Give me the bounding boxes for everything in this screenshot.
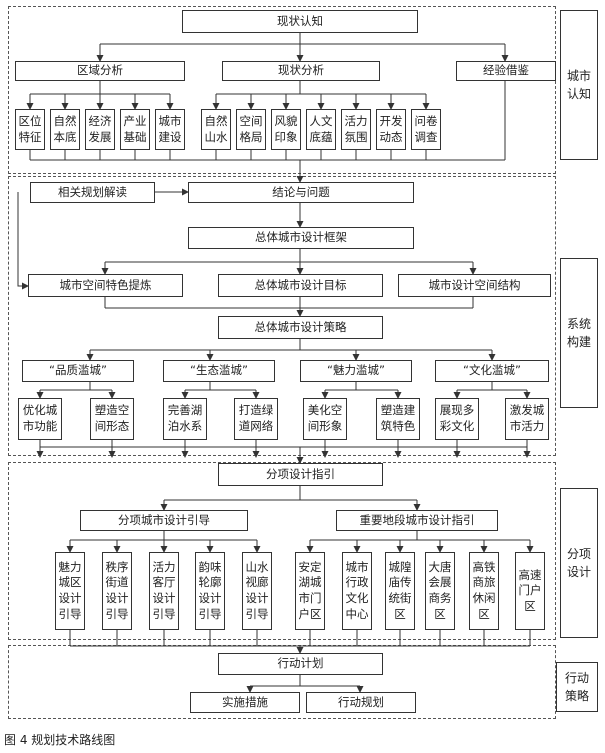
node-key-district-guidance: 重要地段城市设计指引 bbox=[336, 510, 498, 531]
node-expressway-gateway: 高速 门户 区 bbox=[515, 552, 545, 630]
node-diverse-culture: 展现多 彩文化 bbox=[435, 398, 479, 440]
node-natural-base: 自然 本底 bbox=[50, 109, 80, 150]
node-shape-form: 塑造空 间形态 bbox=[90, 398, 134, 440]
node-location-features: 区位 特征 bbox=[15, 109, 45, 150]
node-theme-quality: “品质滥城” bbox=[22, 360, 134, 382]
node-experience-reference: 经验借鉴 bbox=[456, 61, 556, 81]
node-design-strategy: 总体城市设计策略 bbox=[218, 316, 383, 339]
node-theme-ecology: “生态滥城” bbox=[163, 360, 275, 382]
node-conclusions-problems: 结论与问题 bbox=[188, 182, 414, 203]
node-urban-construction: 城市 建设 bbox=[155, 109, 185, 150]
node-action-planning: 行动规划 bbox=[306, 692, 416, 713]
node-status-cognition: 现状认知 bbox=[182, 10, 418, 33]
node-overall-framework: 总体城市设计框架 bbox=[188, 227, 414, 249]
node-style-impression: 风貌 印象 bbox=[271, 109, 301, 150]
node-temple-street-district: 城隍 庙传 统街 区 bbox=[385, 552, 415, 630]
node-itemized-guidance: 分项设计指引 bbox=[218, 463, 383, 486]
side-label-itemized-design: 分项 设计 bbox=[560, 488, 598, 638]
node-orderly-street-guide: 秩序 街道 设计 引导 bbox=[102, 552, 132, 630]
section-frame-system-construction bbox=[8, 176, 556, 456]
node-cultural-heritage: 人文 底蕴 bbox=[306, 109, 336, 150]
figure-caption: 图 4 规划技术路线图 bbox=[4, 733, 116, 747]
node-architectural-features: 塑造建 筑特色 bbox=[376, 398, 420, 440]
side-label-city-cognition: 城市 认知 bbox=[560, 10, 598, 160]
node-industrial-base: 产业 基础 bbox=[120, 109, 150, 150]
side-label-action-strategy: 行动 策略 bbox=[556, 662, 598, 712]
node-related-planning: 相关规划解读 bbox=[30, 182, 155, 203]
node-optimize-functions: 优化城 市功能 bbox=[18, 398, 62, 440]
node-vitality-parlor-guide: 活力 客厅 设计 引导 bbox=[149, 552, 179, 630]
node-anding-lake-gateway: 安定 湖城 市门 户区 bbox=[295, 552, 325, 630]
node-regional-analysis: 区域分析 bbox=[15, 61, 185, 81]
node-datang-expo-district: 大唐 会展 商务 区 bbox=[425, 552, 455, 630]
node-spatial-structure: 城市设计空间结构 bbox=[398, 274, 551, 297]
node-greenway-network: 打造绿 道网络 bbox=[234, 398, 278, 440]
node-theme-culture: “文化滥城” bbox=[435, 360, 549, 382]
node-charm-district-guide: 魅力 城区 设计 引导 bbox=[55, 552, 85, 630]
node-spatial-features: 城市空间特色提炼 bbox=[28, 274, 183, 297]
node-view-corridor-guide: 山水 视廊 设计 引导 bbox=[242, 552, 272, 630]
node-theme-charm: “魅力滥城” bbox=[300, 360, 412, 382]
section-frame-city-cognition bbox=[8, 6, 556, 174]
node-economic-development: 经济 发展 bbox=[85, 109, 115, 150]
node-city-vitality: 激发城 市活力 bbox=[505, 398, 549, 440]
node-questionnaire-survey: 问卷 调查 bbox=[411, 109, 441, 150]
node-natural-landscape: 自然 山水 bbox=[201, 109, 231, 150]
side-label-system-construction: 系统 构建 bbox=[560, 258, 598, 408]
node-spatial-image: 美化空 间形象 bbox=[303, 398, 347, 440]
node-lake-water-system: 完善湖 泊水系 bbox=[163, 398, 207, 440]
node-status-analysis: 现状分析 bbox=[222, 61, 380, 81]
node-itemized-urban-design: 分项城市设计引导 bbox=[80, 510, 248, 531]
node-action-plan: 行动计划 bbox=[218, 653, 383, 675]
node-highspeed-rail-district: 高铁 商旅 休闲 区 bbox=[469, 552, 499, 630]
node-design-goals: 总体城市设计目标 bbox=[218, 274, 383, 297]
node-development-trends: 开发 动态 bbox=[376, 109, 406, 150]
node-skyline-guide: 韵味 轮廓 设计 引导 bbox=[195, 552, 225, 630]
node-implementation-measures: 实施措施 bbox=[190, 692, 300, 713]
node-admin-culture-center: 城市 行政 文化 中心 bbox=[342, 552, 372, 630]
section-frame-itemized-design bbox=[8, 462, 556, 640]
node-spatial-pattern: 空间 格局 bbox=[236, 109, 266, 150]
node-vitality-atmosphere: 活力 氛围 bbox=[341, 109, 371, 150]
